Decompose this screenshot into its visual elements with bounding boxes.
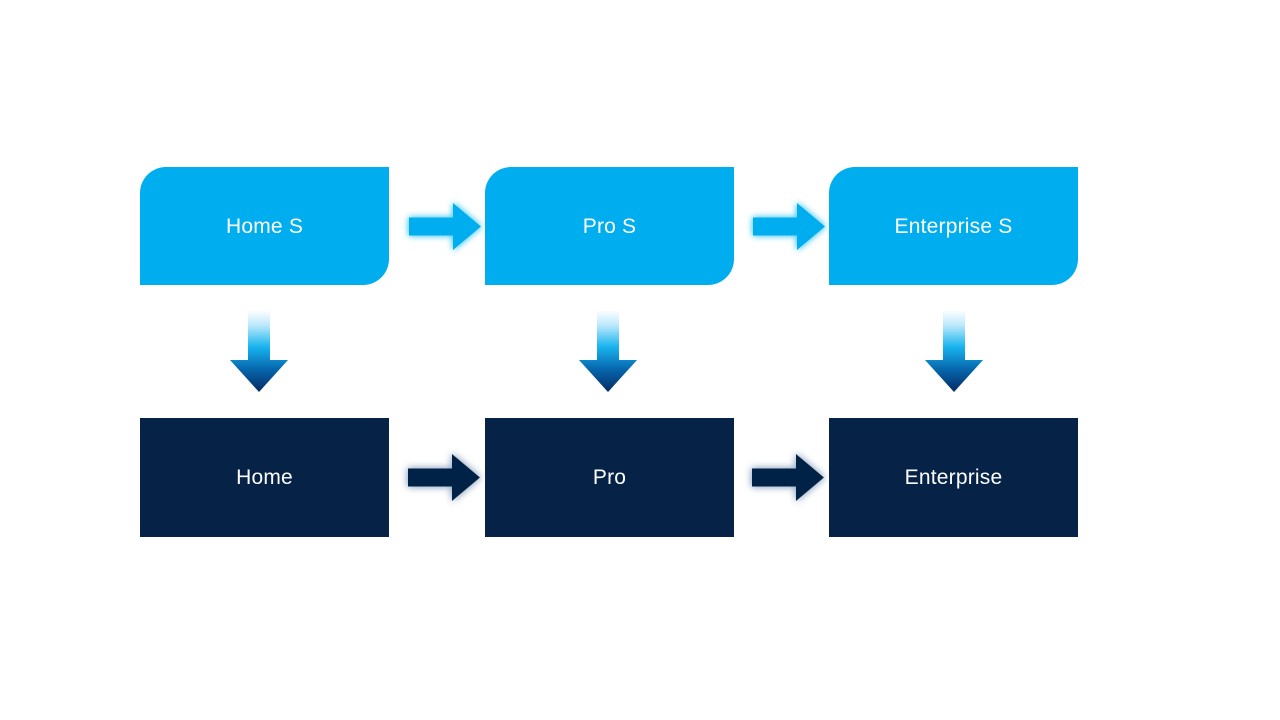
arrow-enterprise-s-to-enterprise	[925, 310, 983, 392]
node-label: Enterprise	[904, 466, 1003, 489]
node-enterprise[interactable]: Enterprise	[829, 418, 1078, 537]
node-home[interactable]: Home	[140, 418, 389, 537]
arrow-pro-to-enterprise	[752, 454, 824, 501]
node-label: Pro S	[582, 214, 637, 238]
node-pro[interactable]: Pro	[485, 418, 734, 537]
node-enterprise-s[interactable]: Enterprise S	[829, 167, 1078, 285]
node-label: Pro	[592, 466, 627, 489]
arrow-pro-s-to-enterprise-s	[753, 203, 825, 250]
node-home-s[interactable]: Home S	[140, 167, 389, 285]
node-label: Enterprise S	[894, 214, 1013, 238]
node-pro-s[interactable]: Pro S	[485, 167, 734, 285]
arrow-home-s-to-home	[230, 310, 288, 392]
arrow-pro-s-to-pro	[579, 310, 637, 392]
arrow-home-to-pro	[408, 454, 480, 501]
arrow-home-s-to-pro-s	[409, 203, 481, 250]
node-label: Home S	[225, 214, 304, 238]
node-label: Home	[236, 466, 293, 489]
